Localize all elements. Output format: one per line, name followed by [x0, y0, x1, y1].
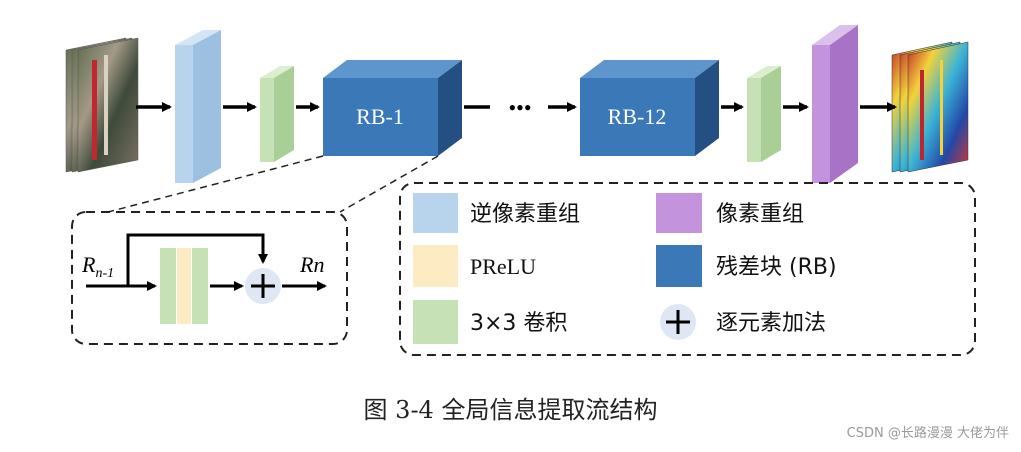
zoom-connector-lines — [107, 155, 439, 213]
output-feature-stack — [891, 41, 969, 173]
rb12-label: RB-12 — [608, 104, 667, 129]
residual-block-rb12 — [580, 60, 719, 156]
legend-swatch-conv3x3 — [413, 300, 458, 344]
residual-detail-box — [71, 211, 348, 345]
legend-swatch-residual-block — [656, 245, 702, 287]
watermark: CSDN @长路漫漫 大佬为伴 — [846, 426, 1009, 441]
legend-label-conv3x3: 3×3 卷积 — [470, 311, 567, 336]
legend-swatch-pixel-shuffle — [656, 193, 702, 233]
legend-label-pixel-shuffle: 像素重组 — [716, 202, 804, 227]
legend-label-prelu: PReLU — [470, 254, 536, 279]
legend-box — [399, 182, 976, 356]
ellipsis-dots: ••• — [508, 95, 531, 120]
residual-block-rb1 — [323, 60, 462, 156]
figure-caption: 图 3-4 全局信息提取流结构 — [363, 396, 658, 424]
conv3x3-layer-2 — [747, 66, 781, 162]
residual-detail-diagram — [86, 233, 327, 324]
legend-label-residual-block: 残差块 (RB) — [716, 255, 837, 280]
residual-output-label: Rn — [299, 252, 324, 277]
rb1-label: RB-1 — [356, 104, 404, 129]
residual-input-label: Rn-1 — [81, 252, 114, 281]
legend-label-pixel-unshuffle: 逆像素重组 — [470, 202, 580, 227]
input-image-stack — [65, 37, 139, 173]
legend-add-icon — [660, 304, 696, 340]
legend-label-element-add: 逐元素加法 — [716, 311, 826, 336]
legend-swatch-pixel-unshuffle — [413, 193, 458, 233]
pixel-shuffle-layer — [812, 25, 858, 183]
pixel-unshuffle-layer — [175, 30, 221, 183]
legend-swatch-prelu — [413, 245, 458, 287]
conv3x3-layer-1 — [260, 66, 294, 162]
